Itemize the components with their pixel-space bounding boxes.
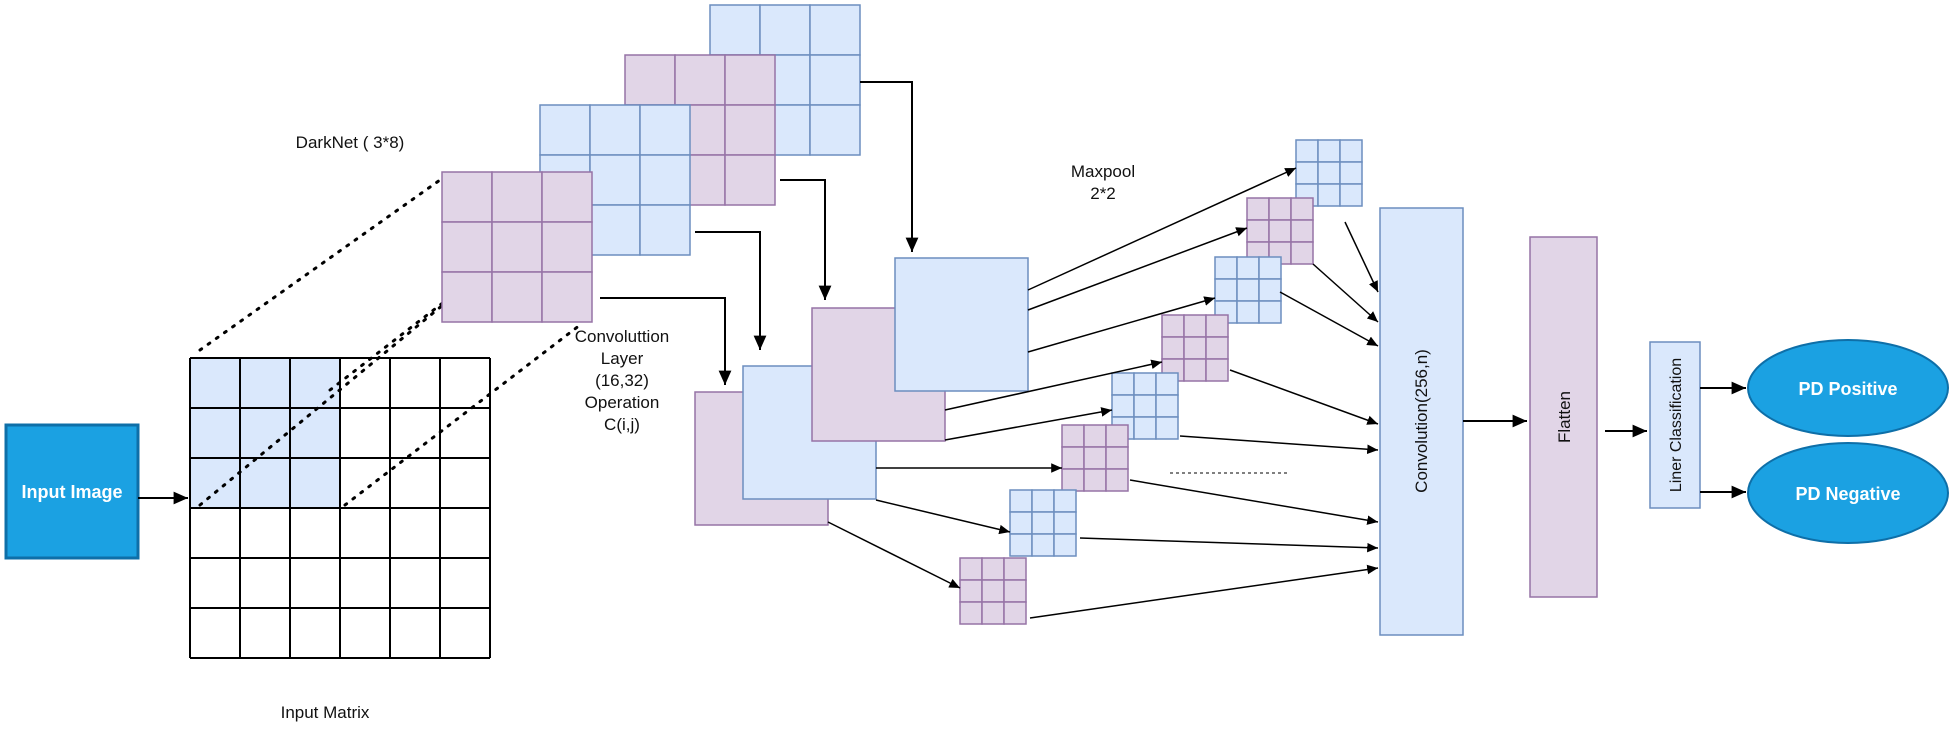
pd-positive-node: PD Positive (1747, 339, 1949, 437)
svg-text:C(i,j): C(i,j) (604, 415, 640, 434)
darknet-grid-3 (539, 104, 691, 256)
maxpool-to-convolution-arrows (1029, 221, 1379, 619)
svg-text:(16,32): (16,32) (595, 371, 649, 390)
conv-map-4 (894, 257, 1029, 392)
maxpool-feature-stack (959, 139, 1363, 625)
darknet-connectors (600, 81, 919, 385)
linear-classification-block: Liner Classification (1649, 341, 1701, 509)
maxpool-grid-4 (1161, 314, 1229, 382)
svg-text:Convoluttion: Convoluttion (575, 327, 670, 346)
conv-feature-maps (694, 257, 1029, 526)
maxpool-grid-3 (1214, 256, 1282, 324)
maxpool-label: Maxpool 2*2 (1071, 162, 1135, 203)
svg-text:Layer: Layer (601, 349, 644, 368)
maxpool-grid-1 (1295, 139, 1363, 207)
convolution-block: Convolution(256,n) (1379, 207, 1464, 636)
input-matrix-label: Input Matrix (281, 703, 370, 722)
pd-negative-node: PD Negative (1747, 442, 1949, 544)
pd-positive-label: PD Positive (1798, 379, 1897, 399)
flatten-label: Flatten (1555, 391, 1574, 443)
maxpool-grid-2 (1246, 197, 1314, 265)
flatten-block: Flatten (1529, 236, 1598, 598)
conv-to-maxpool-arrows (827, 167, 1297, 589)
input-image-label: Input Image (21, 482, 122, 502)
conv-layer-label: Convoluttion Layer (16,32) Operation C(i… (575, 327, 670, 434)
darknet-grid-4 (441, 171, 593, 323)
maxpool-grid-5 (1111, 372, 1179, 440)
input-image-node: Input Image (4, 423, 140, 560)
svg-text:Operation: Operation (585, 393, 660, 412)
maxpool-grid-8 (959, 557, 1027, 625)
svg-text:2*2: 2*2 (1090, 184, 1116, 203)
maxpool-grid-7 (1009, 489, 1077, 557)
svg-text:Maxpool: Maxpool (1071, 162, 1135, 181)
darknet-label: DarkNet ( 3*8) (296, 133, 405, 152)
convolution-label: Convolution(256,n) (1412, 349, 1431, 493)
input-matrix (189, 357, 491, 659)
darknet-feature-stack (441, 4, 861, 323)
pd-negative-label: PD Negative (1795, 484, 1900, 504)
linear-classification-label: Liner Classification (1668, 358, 1685, 492)
maxpool-grid-6 (1061, 424, 1129, 492)
